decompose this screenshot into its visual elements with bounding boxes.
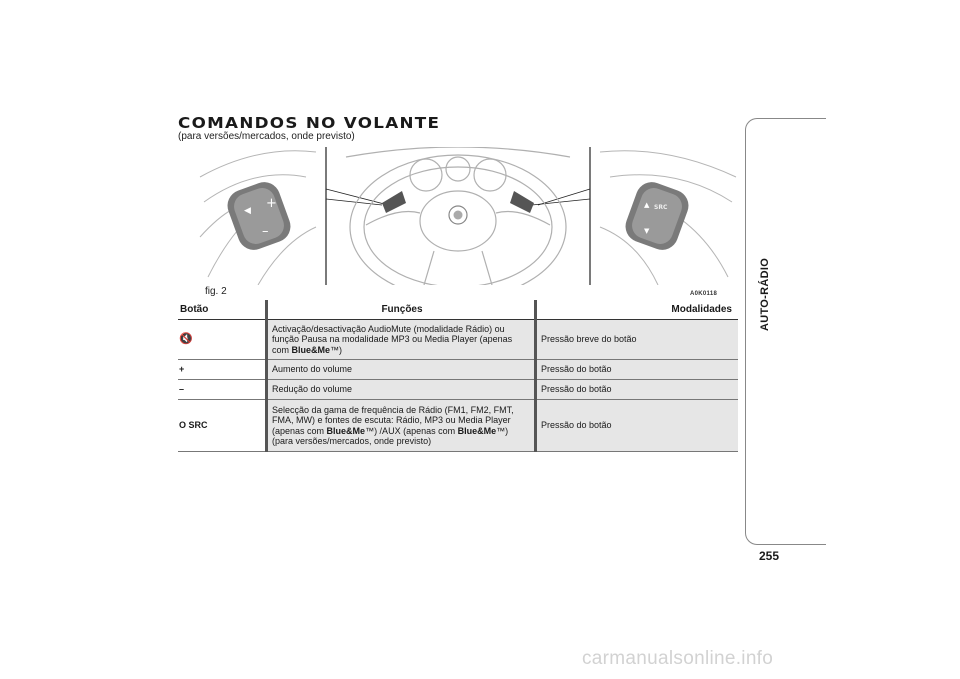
page-number: 255 xyxy=(759,549,780,563)
row-mode-cell: Pressão do botão xyxy=(534,359,738,380)
figure-code: A0K0118 xyxy=(690,291,718,297)
table-row: + Aumento do volume Pressão do botão xyxy=(178,359,738,380)
right-button-up: ▲ xyxy=(644,201,650,209)
row-function-cell: Aumento do volume xyxy=(265,359,536,380)
header-modes: Modalidades xyxy=(534,300,738,320)
table-row: O SRC Selecção da gama de frequência de … xyxy=(178,399,738,452)
section-label: AUTO-RÁDIO xyxy=(759,257,771,331)
row-mode-cell: Pressão breve do botão xyxy=(534,319,738,360)
table-row: – Redução do volume Pressão do botão xyxy=(178,379,738,400)
header-functions: Funções xyxy=(265,300,536,320)
table-header-row: Botão Funções Modalidades xyxy=(178,300,738,320)
steering-wheel-figure: + – ◀ ▲ ▼ xyxy=(199,147,737,285)
right-button-down: ▼ xyxy=(644,227,650,235)
right-paddle xyxy=(510,191,534,213)
row-button-cell: + xyxy=(178,359,267,380)
row-function-cell: Selecção da gama de frequência de Rádio … xyxy=(265,399,536,452)
row-mode-cell: Pressão do botão xyxy=(534,379,738,400)
mute-icon: 🔇 xyxy=(179,333,193,346)
page-subtitle: (para versões/mercados, onde previsto) xyxy=(178,131,355,142)
left-button-minus: – xyxy=(262,224,269,239)
page-title: COMANDOS NO VOLANTE xyxy=(178,114,441,132)
right-button-src: SRC xyxy=(654,204,668,211)
watermark: carmanualsonline.info xyxy=(582,648,774,669)
brand-badge-icon xyxy=(448,205,468,225)
row-button-cell: 🔇 xyxy=(178,319,267,360)
row-button-cell: – xyxy=(178,379,267,400)
left-paddle xyxy=(382,191,406,213)
left-control-pod-face xyxy=(234,188,284,244)
left-button-plus: + xyxy=(266,196,277,211)
row-mode-cell: Pressão do botão xyxy=(534,399,738,452)
controls-table: Botão Funções Modalidades 🔇 Activação/de… xyxy=(178,300,738,452)
left-mute-icon: ◀ xyxy=(244,206,251,216)
right-control-pod-face xyxy=(632,188,682,244)
header-button: Botão xyxy=(178,300,267,320)
row-function-cell: Activação/desactivação AudioMute (modali… xyxy=(265,319,536,360)
section-tab xyxy=(745,118,826,545)
table-row: 🔇 Activação/desactivação AudioMute (moda… xyxy=(178,319,738,360)
figure-label: fig. 2 xyxy=(205,286,227,297)
row-function-cell: Redução do volume xyxy=(265,379,536,400)
row-button-cell: O SRC xyxy=(178,399,267,452)
center-panel xyxy=(325,147,591,285)
